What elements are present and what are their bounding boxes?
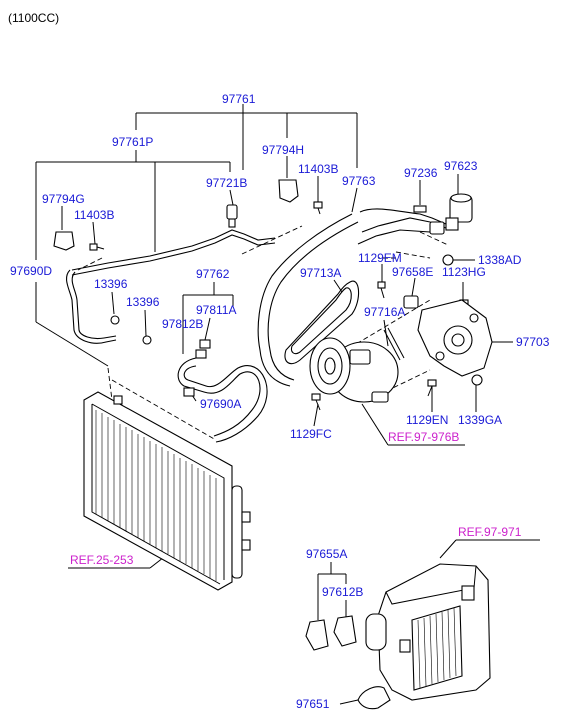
seal-97655a: [305, 619, 329, 651]
clip-97811a: [199, 339, 211, 349]
engine-variant-label: (1100CC): [8, 11, 59, 25]
label-97762: 97762: [196, 267, 230, 281]
label-97612b: 97612B: [322, 585, 363, 599]
bolt-11403b-left: [89, 243, 105, 251]
refrigerant-hoses: [66, 208, 447, 443]
ref-link-compressor[interactable]: REF.97-976B: [388, 430, 459, 444]
label-97703: 97703: [516, 335, 550, 349]
drive-belt-97713a: [284, 280, 360, 365]
ac-compressor: [309, 337, 399, 403]
seal-97612b: [333, 615, 357, 647]
label-13396-mid: 13396: [126, 295, 160, 309]
label-97794g: 97794G: [42, 192, 85, 206]
part-number-labels: 97761 97761P 97794H 11403B 97763 97236 9…: [10, 92, 550, 711]
evaporator-unit: [365, 563, 491, 701]
nut-1339ga: [471, 374, 483, 386]
label-97721b: 97721B: [206, 176, 247, 190]
label-1339ga: 1339GA: [458, 413, 502, 427]
clip-97794h: [278, 179, 299, 203]
label-97761: 97761: [222, 92, 256, 106]
condenser-assembly: [83, 391, 251, 591]
bolt-1129em: [377, 281, 386, 299]
label-97658e: 97658E: [392, 265, 433, 279]
tube-97690a: [183, 387, 195, 397]
label-1129fc: 1129FC: [290, 427, 332, 441]
nut-1338ad: [442, 254, 454, 266]
bolt-1129en: [427, 379, 437, 397]
service-valve-97721b: [226, 204, 238, 228]
label-97713a: 97713A: [300, 266, 341, 280]
label-97812b: 97812B: [162, 317, 203, 331]
bolt-11403b-top: [313, 201, 323, 215]
label-97763: 97763: [342, 174, 376, 188]
label-97811a: 97811A: [196, 303, 236, 317]
label-11403b-left: 11403B: [74, 208, 114, 222]
label-11403b-top: 11403B: [298, 162, 338, 176]
label-97690d: 97690D: [10, 264, 52, 278]
label-97716a: 97716A: [364, 305, 405, 319]
label-1123hg: 1123HG: [442, 265, 486, 279]
bushing-97658e: [403, 295, 419, 309]
fitting-97236: [413, 205, 445, 235]
label-97236: 97236: [404, 166, 438, 180]
ref-link-heater[interactable]: REF.97-971: [458, 525, 522, 539]
bracket-97794g: [53, 231, 75, 251]
label-1129em: 1129EM: [358, 251, 402, 265]
clip-97812b: [195, 349, 207, 359]
label-13396-left: 13396: [94, 277, 128, 291]
label-97761p: 97761P: [112, 135, 153, 149]
label-97623: 97623: [444, 159, 478, 173]
leader-lines: [35, 104, 540, 705]
label-97794h: 97794H: [262, 143, 304, 157]
receiver-drier-97623: [445, 193, 473, 231]
bolt-1129fc: [311, 393, 321, 411]
drain-hose-97651: [357, 686, 391, 710]
reference-labels: REF.97-976B REF.25-253 REF.97-971: [70, 430, 522, 567]
o-ring-13396-mid: [142, 335, 152, 345]
label-1338ad: 1338AD: [478, 253, 522, 267]
label-97655a: 97655A: [306, 547, 347, 561]
label-97651: 97651: [296, 697, 330, 711]
ref-link-condenser[interactable]: REF.25-253: [70, 553, 134, 567]
bolt-97716a: [383, 327, 405, 361]
label-1129en: 1129EN: [406, 413, 448, 427]
label-97690a: 97690A: [200, 397, 241, 411]
o-ring-13396-left: [110, 315, 120, 325]
